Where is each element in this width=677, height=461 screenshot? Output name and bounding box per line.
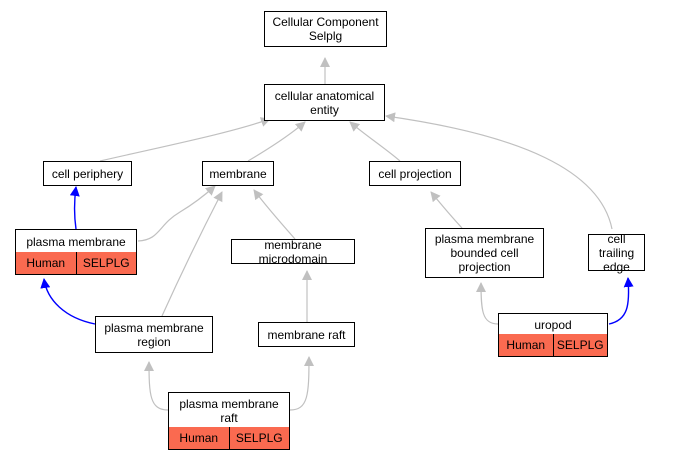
edge-pmraft-raft <box>289 356 314 411</box>
edge-projection-cae <box>349 121 401 162</box>
node-cell-projection[interactable]: cell projection <box>369 161 461 186</box>
species-cell: Human <box>169 427 229 449</box>
gene-cell: SELPLG <box>75 252 136 274</box>
node-cell-periphery[interactable]: cell periphery <box>43 161 132 186</box>
edge-membrane-cae <box>247 121 306 162</box>
edge-pm-periphery-blue <box>69 186 80 230</box>
node-membrane[interactable]: membrane <box>202 161 274 186</box>
edge-pm-membrane <box>137 185 216 242</box>
edge-microdomain-membrane <box>253 189 296 240</box>
node-uropod-label: uropod <box>499 314 607 336</box>
node-plasma-membrane-raft[interactable]: plasma membrane raft Human SELPLG <box>168 392 290 450</box>
gene-cell: SELPLG <box>552 334 607 356</box>
edge-pmregion-pm-blue <box>40 278 96 325</box>
node-cellular-anatomical-entity[interactable]: cellular anatomical entity <box>264 84 385 121</box>
node-plasma-membrane[interactable]: plasma membrane Human SELPLG <box>15 229 137 275</box>
node-membrane-microdomain[interactable]: membrane microdomain <box>231 238 355 266</box>
node-membrane-raft[interactable]: membrane raft <box>258 322 355 347</box>
node-plasma-membrane-label: plasma membrane <box>16 230 136 254</box>
edge-trailing-cae <box>385 112 613 230</box>
node-root[interactable]: Cellular Component Selplg <box>264 11 387 47</box>
edge-uropod-trailing-blue <box>608 277 634 325</box>
edge-periphery-cae <box>99 117 271 162</box>
edge-pmbcp-projection <box>430 191 463 229</box>
edge-pmregion-membrane <box>161 191 223 317</box>
node-plasma-membrane-region[interactable]: plasma membrane region <box>95 316 213 353</box>
edge-pmraft-pmregion <box>144 361 169 411</box>
node-plasma-membrane-bounded-cell-projection[interactable]: plasma membrane bounded cell projection <box>425 228 544 278</box>
species-cell: Human <box>499 334 553 356</box>
node-plasma-membrane-raft-label: plasma membrane raft <box>169 393 289 429</box>
node-cell-trailing-edge[interactable]: cell trailing edge <box>588 232 645 274</box>
node-uropod[interactable]: uropod Human SELPLG <box>498 313 608 357</box>
species-cell: Human <box>16 252 76 274</box>
gene-cell: SELPLG <box>228 427 289 449</box>
edge-uropod-pmbcp <box>476 282 499 325</box>
